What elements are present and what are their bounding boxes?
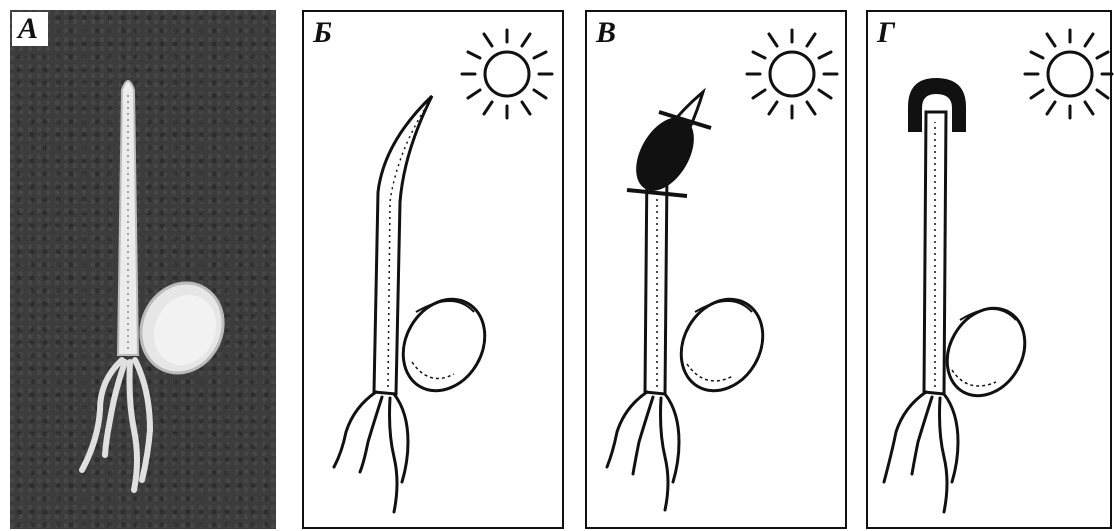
panel-d: Г xyxy=(866,10,1112,529)
seed xyxy=(665,284,779,405)
roots xyxy=(607,392,679,510)
stem xyxy=(118,81,138,355)
seedling-shielded-drawing xyxy=(587,12,849,531)
seedling-capped-drawing xyxy=(868,12,1114,531)
panel-b: Б xyxy=(302,10,564,529)
seedling xyxy=(82,81,238,490)
seedling-light-drawing xyxy=(304,12,566,531)
panel-a: А xyxy=(10,10,276,529)
roots xyxy=(884,392,958,512)
seed xyxy=(387,284,501,405)
sun-icon xyxy=(1025,30,1112,118)
seedling-dark-drawing xyxy=(10,10,276,529)
roots xyxy=(334,392,408,512)
sun-icon xyxy=(462,30,552,118)
sun-icon xyxy=(747,30,837,118)
seed xyxy=(932,294,1040,410)
roots xyxy=(82,360,150,490)
panel-c: В xyxy=(585,10,847,529)
